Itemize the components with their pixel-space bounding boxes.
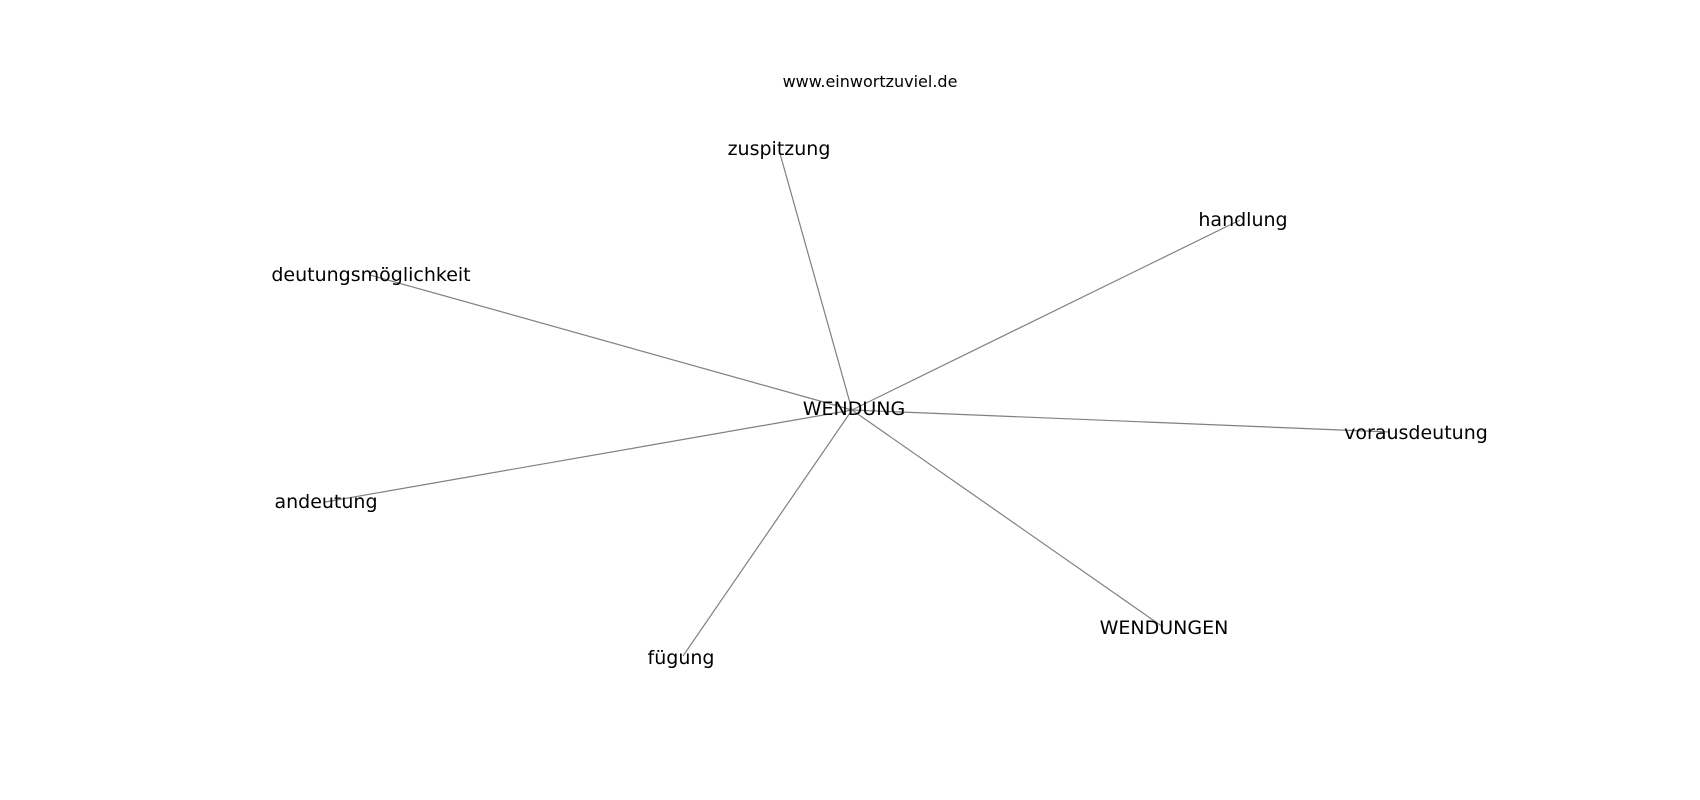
edge-andeutung	[324, 409, 853, 503]
edge-zuspitzung	[778, 149, 853, 411]
node-deutungsmoeglichkeit: deutungsmöglichkeit	[271, 264, 470, 286]
node-handlung: handlung	[1198, 209, 1287, 231]
source-label: www.einwortzuviel.de	[783, 72, 958, 91]
node-vorausdeutung: vorausdeutung	[1344, 422, 1488, 444]
edge-handlung	[851, 219, 1241, 411]
edge-deutungsmoeglichkeit	[369, 274, 853, 411]
node-zuspitzung: zuspitzung	[728, 138, 831, 160]
edge-fuegung	[682, 409, 853, 657]
node-wendungen: WENDUNGEN	[1100, 617, 1229, 639]
node-fuegung: fügung	[648, 647, 715, 669]
edges	[324, 149, 1391, 657]
edge-wendungen	[851, 409, 1164, 628]
node-center: WENDUNG	[803, 398, 905, 420]
nodes: WENDUNG zuspitzung handlung deutungsmögl…	[271, 138, 1487, 669]
node-andeutung: andeutung	[274, 491, 377, 513]
edge-vorausdeutung	[851, 409, 1391, 433]
